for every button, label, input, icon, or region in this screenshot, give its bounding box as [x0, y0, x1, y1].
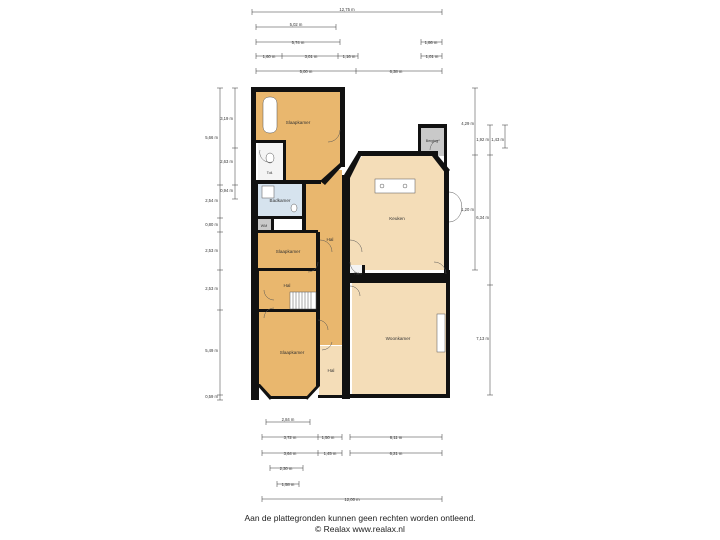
dim-top-4: 5,74 m	[292, 40, 305, 45]
label-hal-1: Hal	[327, 237, 334, 242]
dim-bottom-total: 12,00 m	[344, 497, 360, 502]
floor-hal-1	[304, 170, 342, 345]
dim-top-2: 5,02 m	[290, 22, 303, 27]
dim-right-1: 4,29 m	[461, 121, 474, 126]
label-woonkamer: Woonkamer	[386, 336, 411, 341]
dim-bottom-3: 1,50 m	[322, 435, 335, 440]
dim-left-2: 5,66 m	[205, 135, 218, 140]
label-toilet-2: Toil.	[354, 272, 360, 276]
dim-bottom-4: 6,11 m	[390, 435, 403, 440]
dim-bottom-8: 2,30 m	[280, 466, 293, 471]
toilet-bowl-2	[290, 203, 298, 213]
dim-top-6: 3,01 m	[305, 54, 318, 59]
label-hal-2: Hal	[284, 283, 291, 288]
shower	[261, 185, 275, 199]
label-toilet-1: Toil.	[267, 171, 273, 175]
dim-top-total: 12,75 m	[339, 7, 355, 12]
dim-top-9: 5,00 m	[300, 69, 313, 74]
dim-top-8: 1,01 m	[426, 54, 439, 59]
dim-top-3: 1,86 m	[425, 40, 438, 45]
label-slaapkamer-2: Slaapkamer	[276, 249, 301, 254]
dim-bottom-5: 3,64 m	[284, 451, 297, 456]
kitchen-island	[374, 178, 416, 194]
dim-left-4: 0,94 m	[220, 188, 233, 193]
dim-top-7: 1,16 m	[343, 54, 356, 59]
staircase	[289, 291, 317, 310]
dim-left-9: 5,49 m	[205, 348, 218, 353]
fixtures	[259, 96, 463, 353]
top-dimensions: 12,75 m 5,02 m 1,86 m 5,74 m 1,60 m 3,01…	[251, 7, 443, 74]
floor-keuken	[350, 156, 446, 270]
dim-top-5: 1,60 m	[263, 54, 276, 59]
dim-right-3: 1,43 m	[491, 137, 504, 142]
dim-right-4: 1,20 m	[461, 207, 474, 212]
dim-top-10: 6,38 m	[390, 69, 403, 74]
bay-window	[448, 191, 463, 223]
dim-left-5: 2,54 m	[205, 198, 218, 203]
floor-slaapkamer-3	[258, 311, 318, 398]
dim-left-6: 0,80 m	[205, 222, 218, 227]
label-badkamer: Badkamer	[270, 198, 291, 203]
label-keuken: Keuken	[389, 216, 405, 221]
dim-bottom-2: 3,72 m	[284, 435, 297, 440]
disclaimer-text: Aan de plattegronden kunnen geen rechten…	[244, 513, 476, 523]
floor-slaapkamer-2	[258, 232, 318, 269]
label-slaapkamer-1: Slaapkamer	[286, 120, 311, 125]
dim-left-3: 2,63 m	[220, 159, 233, 164]
label-hal-3: Hal	[328, 368, 335, 373]
dim-right-6: 7,13 m	[476, 336, 489, 341]
walls	[251, 87, 450, 400]
right-dimensions: 4,29 m 1,92 m 1,43 m 1,20 m 6,34 m 7,13 …	[461, 87, 508, 396]
fireplace	[436, 313, 446, 353]
room-labels: Slaapkamer Toil. Badkamer WM Slaapkamer …	[261, 120, 438, 373]
copyright-link[interactable]: © Realax www.realax.nl	[315, 524, 405, 534]
dim-bottom-1: 2,84 m	[282, 417, 295, 422]
floor-hal-3	[319, 346, 343, 396]
left-dimensions: 3,19 m 5,66 m 2,63 m 0,94 m 2,54 m 0,80 …	[205, 87, 238, 401]
dim-left-8: 2,53 m	[205, 286, 218, 291]
dim-bottom-7: 6,21 m	[390, 451, 403, 456]
floor-wm	[258, 218, 272, 231]
dim-left-7: 2,53 m	[205, 248, 218, 253]
bottom-dimensions: 2,84 m 3,72 m 1,50 m 6,11 m 3,64 m 1,45 …	[261, 417, 443, 502]
floor-woonkamer	[352, 283, 446, 395]
dim-left-1: 3,19 m	[220, 116, 233, 121]
label-berging: Berging	[426, 139, 438, 143]
dim-right-5: 6,34 m	[476, 215, 489, 220]
label-wm: WM	[261, 224, 267, 228]
dim-bottom-6: 1,45 m	[324, 451, 337, 456]
dim-left-10: 0,59 m	[205, 394, 218, 399]
dim-bottom-9: 1,58 m	[282, 482, 295, 487]
toilet-bowl-1	[265, 152, 275, 164]
dim-right-2: 1,92 m	[476, 137, 489, 142]
bathtub	[262, 96, 278, 134]
label-slaapkamer-3: Slaapkamer	[280, 350, 305, 355]
